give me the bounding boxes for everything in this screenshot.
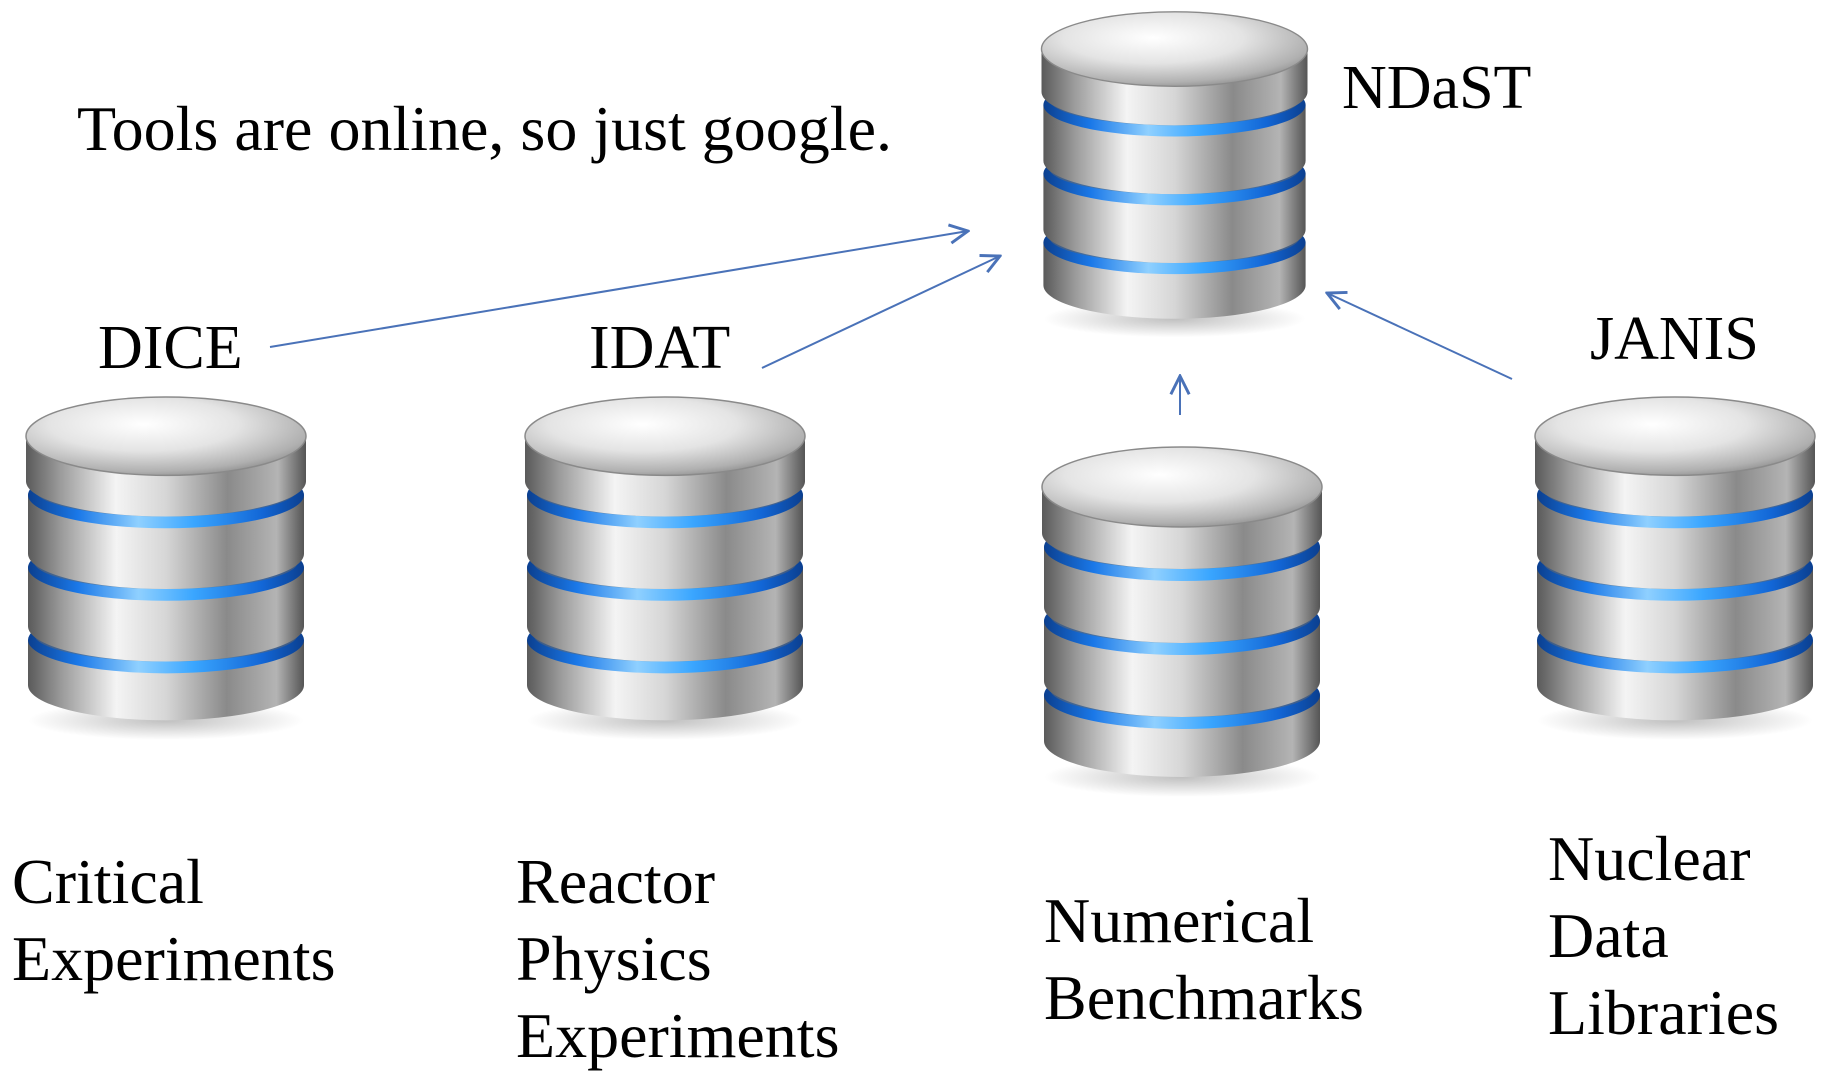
arrow-dice-to-ndast (269, 231, 968, 348)
database-icon-critical (25, 396, 307, 741)
label-reactor-physics-experiments: Reactor Physics Experiments (516, 843, 839, 1074)
label-numerical-benchmarks: Numerical Benchmarks (1044, 882, 1364, 1036)
label-critical-line-1: Critical (12, 846, 204, 917)
database-icon-nuclear (1534, 396, 1816, 741)
arrow-idat-to-ndast (761, 256, 1000, 369)
arrow-janis-to-ndast (1327, 293, 1513, 380)
headline: Tools are online, so just google. (77, 93, 892, 164)
label-nuclear-line-3: Libraries (1548, 977, 1779, 1048)
label-nuclear-line-1: Nuclear (1548, 823, 1751, 894)
label-critical-line-2: Experiments (12, 923, 336, 994)
label-reactor-line-2: Physics (516, 923, 712, 994)
label-numerical-line-1: Numerical (1044, 885, 1315, 956)
label-reactor-line-1: Reactor (516, 846, 715, 917)
label-numerical-line-2: Benchmarks (1044, 962, 1364, 1033)
label-critical-experiments: Critical Experiments (12, 843, 335, 997)
tool-label-idat: IDAT (589, 314, 731, 382)
tool-label-ndast: NDaST (1342, 54, 1532, 122)
database-icon-reactor (524, 396, 806, 741)
tool-label-dice: DICE (98, 314, 243, 382)
tool-label-janis: JANIS (1590, 305, 1759, 373)
label-nuclear-line-2: Data (1548, 900, 1669, 971)
label-reactor-line-3: Experiments (516, 1000, 840, 1071)
database-icon-numerical (1041, 446, 1323, 798)
database-icon-ndast (1040, 11, 1309, 339)
label-nuclear-data-libraries: Nuclear Data Libraries (1548, 820, 1779, 1051)
